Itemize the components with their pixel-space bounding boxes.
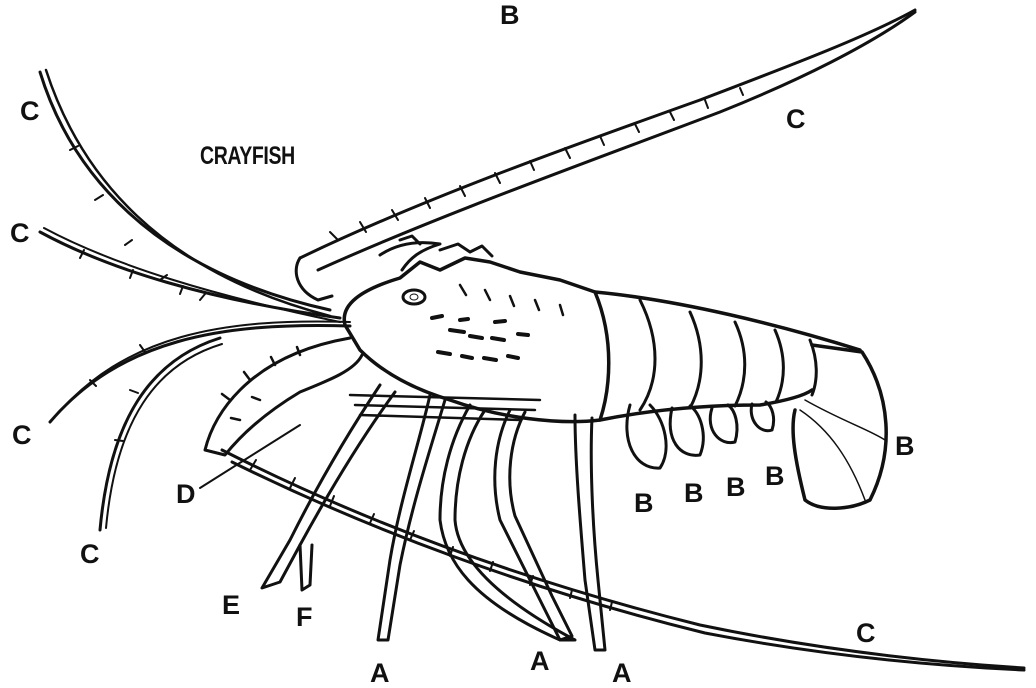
abdomen <box>595 292 860 420</box>
label-b: B <box>634 490 654 517</box>
antennules-left <box>40 70 350 530</box>
label-a: A <box>370 660 390 687</box>
label-c: C <box>10 220 30 247</box>
walking-legs <box>200 385 605 650</box>
claw <box>205 338 362 455</box>
label-c: C <box>20 98 40 125</box>
label-e: E <box>222 592 240 619</box>
label-c: C <box>786 106 806 133</box>
antenna-lower-right <box>222 450 1024 670</box>
label-b: B <box>500 2 520 29</box>
label-c: C <box>12 422 32 449</box>
label-b: B <box>726 474 746 501</box>
tail-fan <box>793 345 886 508</box>
label-b: B <box>765 463 785 490</box>
label-a: A <box>612 660 632 687</box>
label-a: A <box>530 648 550 675</box>
label-b: B <box>895 433 915 460</box>
label-b: B <box>684 480 704 507</box>
antenna-upper-right <box>296 10 915 300</box>
label-d: D <box>176 481 196 508</box>
diagram-title: CRAYFISH <box>200 142 295 171</box>
carapace <box>344 236 609 422</box>
label-c: C <box>856 620 876 647</box>
label-c: C <box>80 541 100 568</box>
label-f: F <box>296 604 313 631</box>
